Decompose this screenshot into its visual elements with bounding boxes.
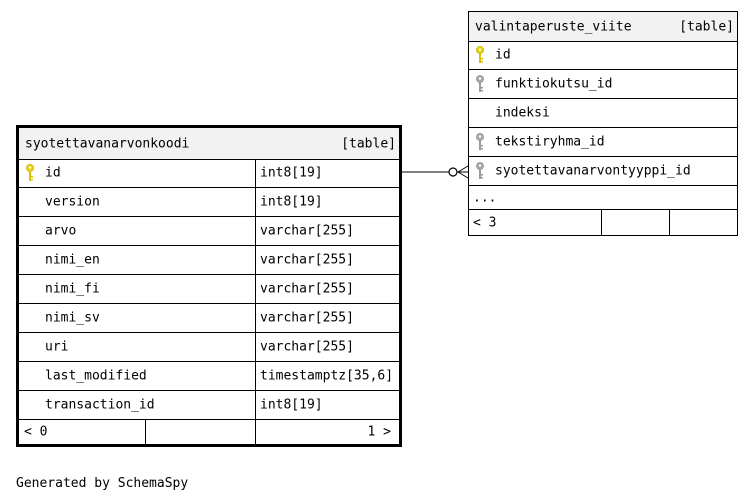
column-name: nimi_fi	[45, 281, 100, 297]
column-name: nimi_sv	[45, 310, 100, 326]
column-row: funktiokutsu_id	[469, 70, 737, 99]
table-footer: < 3	[469, 210, 737, 235]
column-name: last_modified	[45, 368, 147, 384]
column-type: int8[19]	[260, 165, 323, 181]
child-count[interactable]: 1 >	[367, 424, 391, 440]
more-columns-row: ...	[469, 186, 737, 210]
column-row: indeksi	[469, 99, 737, 128]
column-type: varchar[255]	[260, 281, 354, 297]
column-row: transaction_id int8[19]	[19, 391, 399, 420]
column-name: id	[45, 165, 61, 181]
column-row: id int8[19]	[19, 159, 399, 188]
table-syotettavanarvonkoodi[interactable]: syotettavanarvonkoodi [table] id int8[19…	[16, 125, 402, 447]
column-row: syotettavanarvontyyppi_id	[469, 157, 737, 186]
foreign-key-icon	[476, 75, 484, 92]
table-valintaperuste-viite[interactable]: valintaperuste_viite [table] id funktiok…	[468, 11, 738, 236]
column-type: int8[19]	[260, 194, 323, 210]
column-row: tekstiryhma_id	[469, 128, 737, 157]
column-row: version int8[19]	[19, 188, 399, 217]
column-row: nimi_fi varchar[255]	[19, 275, 399, 304]
more-columns: ...	[473, 190, 497, 205]
table-footer: < 0 1 >	[19, 420, 399, 444]
column-name: arvo	[45, 223, 77, 239]
column-row: uri varchar[255]	[19, 333, 399, 362]
column-name: uri	[45, 339, 69, 355]
column-type: varchar[255]	[260, 223, 354, 239]
table-name: valintaperuste_viite	[475, 19, 632, 34]
column-name: transaction_id	[45, 397, 155, 413]
generator-caption: Generated by SchemaSpy	[16, 476, 189, 491]
column-name: tekstiryhma_id	[495, 134, 605, 150]
column-name: syotettavanarvontyyppi_id	[495, 163, 691, 179]
column-type: timestamptz[35,6]	[260, 368, 394, 384]
column-name: funktiokutsu_id	[495, 76, 613, 92]
column-row: nimi_en varchar[255]	[19, 246, 399, 275]
column-row: id	[469, 41, 737, 70]
column-name: id	[495, 47, 511, 63]
table-header: valintaperuste_viite [table]	[469, 12, 737, 42]
column-name: indeksi	[495, 105, 550, 121]
primary-key-icon	[26, 164, 34, 181]
column-type: int8[19]	[260, 397, 323, 413]
table-kind: [table]	[341, 136, 396, 151]
column-name: nimi_en	[45, 252, 100, 268]
column-type: varchar[255]	[260, 339, 354, 355]
table-kind: [table]	[679, 19, 734, 34]
parent-count[interactable]: < 3	[473, 215, 497, 230]
table-name: syotettavanarvonkoodi	[25, 136, 190, 151]
column-type: varchar[255]	[260, 310, 354, 326]
column-row: arvo varchar[255]	[19, 217, 399, 246]
foreign-key-icon	[476, 162, 484, 179]
column-row: nimi_sv varchar[255]	[19, 304, 399, 333]
foreign-key-icon	[476, 133, 484, 150]
column-name: version	[45, 194, 100, 210]
primary-key-icon	[476, 46, 484, 63]
parent-count[interactable]: < 0	[24, 424, 48, 440]
column-type: varchar[255]	[260, 252, 354, 268]
column-row: last_modified timestamptz[35,6]	[19, 362, 399, 391]
table-header: syotettavanarvonkoodi [table]	[19, 128, 399, 160]
